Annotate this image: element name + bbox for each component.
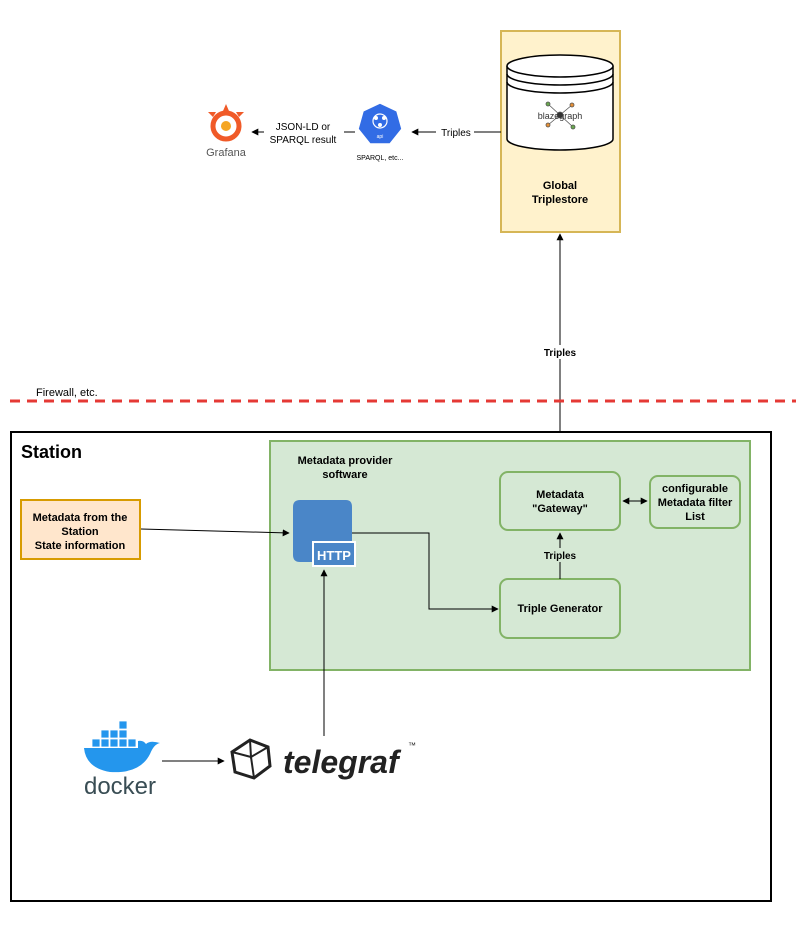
docker-icon[interactable] xyxy=(84,720,160,773)
database-icon xyxy=(506,54,614,151)
api-icon-label: api xyxy=(377,134,384,140)
blazegraph-label: blazegraph xyxy=(538,111,583,121)
grafana-icon[interactable] xyxy=(208,104,244,142)
station-title: Station xyxy=(21,442,82,462)
http-icon[interactable]: HTTP xyxy=(293,500,356,567)
gateway-line1: Metadata xyxy=(536,489,585,501)
edge-triplestore-api-label: Triples xyxy=(441,128,471,139)
edge-http-generator xyxy=(352,532,499,613)
edge-gateway-triplestore-label: Triples xyxy=(544,348,577,359)
http-label: HTTP xyxy=(317,548,351,563)
gateway-line2: "Gateway" xyxy=(532,503,588,515)
filter-line3: List xyxy=(685,511,705,523)
metadata-source-line1: Metadata from the xyxy=(33,512,128,524)
gateway-box[interactable] xyxy=(499,471,621,531)
triplestore-title-line2: Triplestore xyxy=(532,194,588,206)
provider-title-line1: Metadata provider xyxy=(298,455,393,467)
grafana-label: Grafana xyxy=(206,147,247,159)
generator-label: Triple Generator xyxy=(518,603,604,615)
filter-box[interactable] xyxy=(649,475,741,529)
metadata-source-box[interactable] xyxy=(20,499,141,560)
edge-api-grafana-label-line1: JSON-LD or xyxy=(276,122,331,133)
firewall-label: Firewall, etc. xyxy=(36,387,98,399)
api-icon[interactable]: api xyxy=(357,102,403,145)
metadata-source-line3: State information xyxy=(35,540,126,552)
edge-generator-gateway-label: Triples xyxy=(544,551,577,562)
triplestore-title-line1: Global xyxy=(543,180,577,192)
docker-label: docker xyxy=(84,773,156,800)
api-caption: SPARQL, etc... xyxy=(357,155,404,162)
blazegraph-icon xyxy=(545,101,576,130)
filter-line2: Metadata filter xyxy=(658,497,733,509)
telegraf-icon[interactable] xyxy=(230,738,272,780)
telegraf-tm: ™ xyxy=(408,741,416,750)
edge-api-grafana-label-line2: SPARQL result xyxy=(270,135,337,146)
telegraf-label: telegraf xyxy=(283,744,402,780)
metadata-source-line2: Station xyxy=(61,526,99,538)
edge-source-http xyxy=(140,528,290,537)
filter-line1: configurable xyxy=(662,483,728,495)
provider-title-line2: software xyxy=(322,469,367,481)
